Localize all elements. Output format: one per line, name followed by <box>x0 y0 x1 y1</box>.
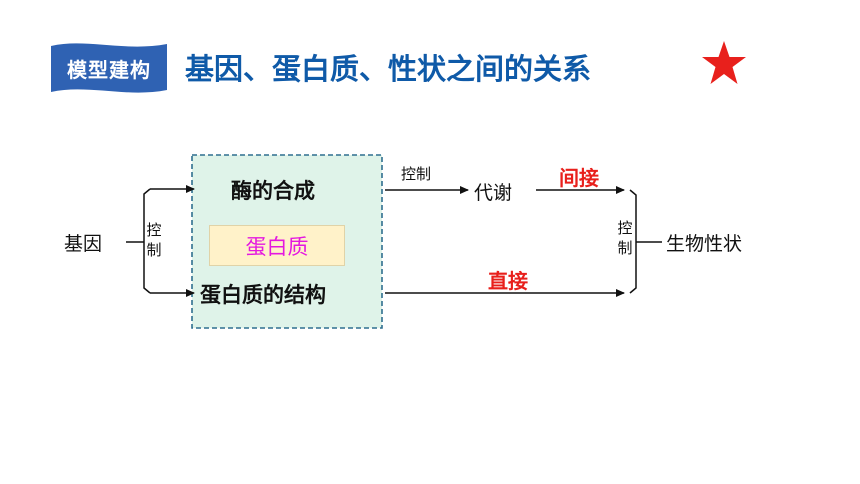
direct-label: 直接 <box>488 269 528 293</box>
enzyme-synthesis-label: 酶的合成 <box>231 178 315 203</box>
badge-label: 模型建构 <box>67 57 151 82</box>
control-right-char-2: 制 <box>617 239 633 257</box>
section-badge: 模型建构 <box>45 38 173 98</box>
control-left-char-2: 制 <box>146 241 162 259</box>
metabolism-label: 代谢 <box>474 182 513 204</box>
control-left-char-1: 控 <box>146 221 162 239</box>
left-bracket <box>143 188 151 294</box>
control-right-label: 控 制 <box>616 218 634 258</box>
protein-label: 蛋白质 <box>245 234 309 259</box>
indirect-label: 间接 <box>559 166 599 190</box>
control-top-label: 控制 <box>401 165 432 183</box>
control-left-label: 控 制 <box>145 220 163 260</box>
badge-ribbon-shape <box>51 43 167 93</box>
control-right-char-1: 控 <box>617 219 633 237</box>
trait-label: 生物性状 <box>666 233 743 255</box>
star-icon <box>702 41 746 84</box>
page-title: 基因、蛋白质、性状之间的关系 <box>185 52 592 86</box>
protein-label-box: 蛋白质 <box>209 225 345 266</box>
protein-structure-label: 蛋白质的结构 <box>200 282 326 307</box>
gene-label: 基因 <box>64 233 103 255</box>
